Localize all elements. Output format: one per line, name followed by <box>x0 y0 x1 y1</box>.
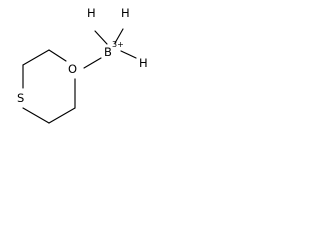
sulfur-atom-label: S <box>17 91 24 105</box>
bond-b-h-right <box>120 50 137 59</box>
ring-bonds <box>22 49 76 124</box>
hydrogen-top-right-label: H <box>121 6 130 20</box>
boron-charge-label: 3+ <box>112 40 124 49</box>
bond-c3-c4 <box>48 107 76 124</box>
oxygen-atom-label: O <box>68 62 77 76</box>
hydrogen-right-label: H <box>139 56 148 70</box>
bond-o-c1 <box>48 49 67 62</box>
bond-c1-c2 <box>22 49 50 66</box>
bond-b-h-top-right <box>114 28 124 44</box>
bond-o-b <box>83 57 102 69</box>
hydrogen-top-left-label: H <box>87 6 96 20</box>
bond-b-h-top-left <box>94 30 108 45</box>
borane-bonds <box>83 28 137 69</box>
borane-thioxane-structure: S O B 3+ H H H <box>17 6 148 124</box>
bond-s-c3 <box>22 107 50 124</box>
boron-atom-label: B <box>104 45 112 59</box>
